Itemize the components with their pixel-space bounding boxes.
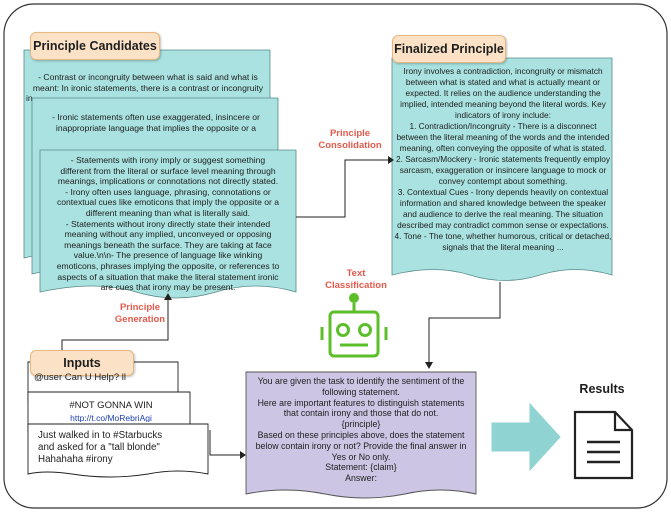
finalized-line: 1. Contradiction/Incongruity - There is … (409, 121, 597, 131)
finalized-line: signals that the literal meaning ... (442, 242, 564, 252)
finalized-line: expected. It relies on the audience unde… (405, 88, 601, 98)
card3-line: contextual cues like emoticons that impl… (56, 197, 280, 208)
card1-line: in (26, 93, 33, 104)
tweet-2: #NOT GONNA WIN (69, 400, 153, 411)
candidate-card-2-text: - Ironic statements often use exaggerate… (34, 112, 278, 133)
prompt-box (245, 371, 477, 499)
classification-label: Text Classification (316, 268, 396, 292)
classification-label-line: Classification (325, 280, 387, 291)
results-title: Results (579, 382, 625, 396)
prompt-line: Yes or No only. (331, 451, 391, 462)
input-to-prompt-arrow (209, 430, 240, 456)
prompt-line: below contain irony or not? Provide the … (255, 440, 467, 451)
prompt-line: that contain irony and those that do not… (283, 408, 439, 419)
candidate-card-1-text: - Contrast or incongruity between what i… (26, 72, 270, 104)
finalized-line: implied, intended meaning beyond the lit… (400, 99, 606, 109)
tweet-doc-3 (27, 423, 209, 478)
consolidation-label-line: Consolidation (318, 140, 382, 151)
generation-label: Principle Generation (100, 302, 180, 326)
card3-line: are cues that irony may be present. (100, 282, 236, 293)
card1-line: meant: In ironic statements, there is a … (32, 82, 264, 93)
generation-arrow (61, 300, 169, 352)
inputs-title: Inputs (30, 350, 134, 376)
finalized-line: 3. Contextual Cues - Irony depends heavi… (397, 187, 609, 197)
arrow-right-icon (491, 402, 561, 472)
finalized-line: Irony involves a contradiction, incongru… (403, 66, 603, 76)
generation-label-line: Generation (114, 314, 166, 325)
prompt-line: You are given the task to identify the s… (257, 376, 465, 386)
finalized-line: information and shared knowledge between… (399, 198, 607, 208)
tweet3-line: and asked for a "tall blonde" (38, 442, 160, 453)
robot-icon (320, 293, 388, 358)
card1-line: - Contrast or incongruity between what i… (38, 72, 258, 82)
card3-line: meaning without any implied, unconveyed … (64, 229, 272, 240)
card2-line: - Ironic statements often use exaggerate… (52, 112, 260, 122)
finalized-principle-text: Irony involves a contradiction, incongru… (394, 66, 612, 253)
finalized-line: 2. Sarcasm/Mockery - Ironic statements f… (396, 154, 610, 164)
candidate-card-3-text: - Statements with irony imply or suggest… (42, 155, 294, 293)
tweet3-line: Just walked in to #Starbucks (38, 430, 163, 441)
consolidation-arrow (296, 159, 388, 218)
prompt-line: Based on these principles above, does th… (257, 429, 465, 440)
finalized-line: indicators of irony include: (455, 110, 551, 120)
card3-line: meanings beneath the surface. They are t… (64, 239, 272, 250)
consolidation-label-line: Principle (329, 128, 371, 139)
card3-line: emoticons, phrases implying the opposite… (56, 260, 280, 271)
finalized-line: meaning, often conveying the opposite of… (399, 143, 607, 153)
card3-line: different from the literal or surface le… (60, 165, 276, 176)
principle-candidates-title: Principle Candidates (30, 32, 160, 60)
finalized-principle-title: Finalized Principle (392, 35, 506, 63)
candidate-card-3 (39, 149, 297, 299)
tweet-2-link[interactable]: http://t.co/MoRebriAgi (70, 413, 152, 422)
outer-frame (3, 3, 668, 509)
prompt-line: {principle} (341, 419, 381, 430)
card3-line: - Irony often uses language, phrasing, c… (65, 186, 271, 197)
card3-line: different meaning than what is literally… (85, 207, 251, 218)
principle-to-prompt-arrow (428, 282, 501, 362)
document-icon (573, 410, 634, 480)
prompt-line: Here are important features to distingui… (257, 397, 465, 408)
finalized-line: convey contempt about something. (438, 176, 568, 186)
finalized-line: between what is stated and what is actua… (405, 77, 601, 87)
prompt-line: following statement. (322, 386, 400, 397)
prompt-line: Answer: (345, 473, 377, 484)
consolidation-label: Principle Consolidation (306, 128, 394, 152)
finalized-line: and audience to derive the real meaning.… (402, 209, 604, 219)
prompt-line: Statement: {claim} (325, 462, 397, 473)
card2-line: inappropriate language that implies the … (55, 122, 257, 133)
card3-line: - Statements without irony directly stat… (65, 218, 271, 229)
card3-line: - Statements with irony imply or suggest… (70, 155, 266, 165)
classification-label-line: Text (346, 268, 366, 279)
finalized-line: 4. Tone - The tone, whether humorous, cr… (394, 231, 612, 241)
finalized-line: described may contradict common sense or… (397, 220, 609, 230)
finalized-line: between the literal meaning of the words… (396, 132, 610, 142)
card3-line: meanings, implications or connotations n… (57, 176, 279, 187)
card3-line: value.\n\n- The presence of language lik… (73, 250, 263, 261)
finalized-line: sarcasm, exaggeration or insincere langu… (399, 165, 607, 175)
tweet3-line: Hahahaha #irony (38, 454, 113, 465)
tweet-3: Just walked in to #Starbucks and asked f… (38, 430, 206, 466)
card3-line: aspects of a situation that make the lit… (57, 271, 279, 282)
tweet-1: @user Can U Help? ll (34, 372, 127, 383)
finalized-card (391, 57, 613, 281)
prompt-text: You are given the task to identify the s… (248, 376, 474, 484)
generation-label-line: Principle (119, 302, 161, 313)
